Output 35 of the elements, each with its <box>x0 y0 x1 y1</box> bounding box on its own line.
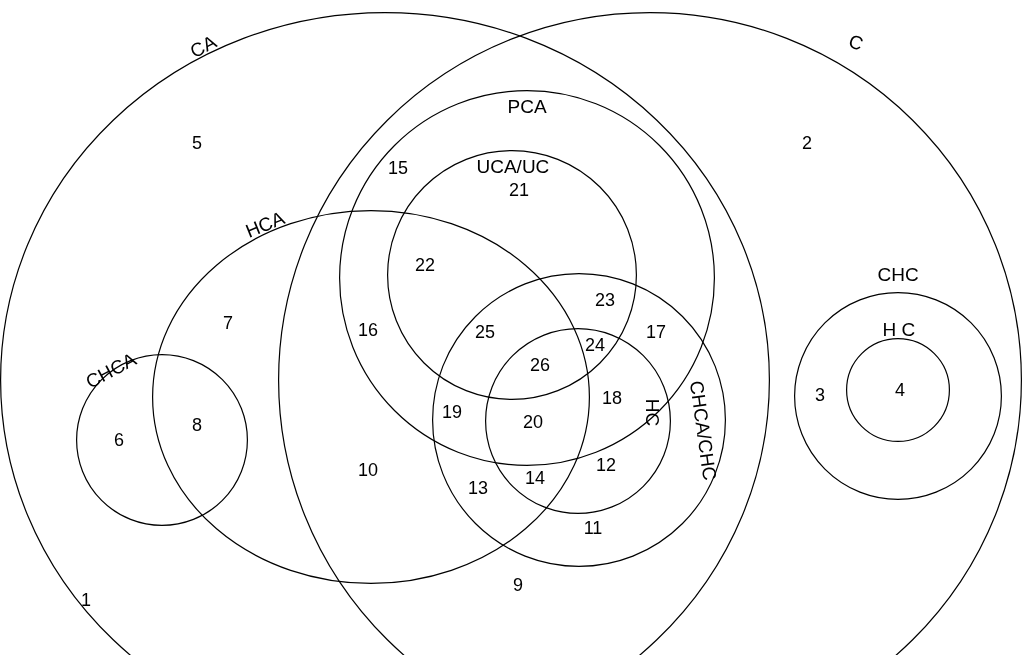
region-number: 15 <box>388 159 408 177</box>
region-number: 9 <box>513 576 523 594</box>
region-number: 18 <box>602 389 622 407</box>
region-number: 3 <box>815 386 825 404</box>
region-number: 10 <box>358 461 378 479</box>
region-number: 1 <box>81 591 91 609</box>
set-label: PCA <box>507 96 547 116</box>
region-number: 4 <box>895 381 905 399</box>
set-label: UCA/UC <box>476 156 550 176</box>
region-number: 24 <box>585 336 605 354</box>
region-number: 6 <box>114 431 124 449</box>
region-number: 21 <box>509 181 529 199</box>
region-number: 7 <box>223 314 233 332</box>
region-number: 19 <box>442 403 462 421</box>
set-label: HCA <box>242 207 288 241</box>
region-number: 2 <box>802 134 812 152</box>
region-number: 17 <box>646 323 666 341</box>
region-number: 13 <box>468 479 488 497</box>
region-number: 22 <box>415 256 435 274</box>
region-number: 8 <box>192 416 202 434</box>
set-label: CA <box>187 31 220 61</box>
region-number: 5 <box>192 134 202 152</box>
set-label: CHC <box>877 264 919 284</box>
region-number: 25 <box>475 323 495 341</box>
set-label: CHCA/CHC <box>686 379 720 481</box>
set-label: HC <box>642 398 662 426</box>
region-number: 11 <box>583 519 603 537</box>
region-number: 16 <box>358 321 378 339</box>
region-number: 23 <box>595 291 615 309</box>
set-label: H C <box>882 319 916 339</box>
region-number: 20 <box>523 413 543 431</box>
region-number: 12 <box>596 456 616 474</box>
set-label: C <box>846 30 866 54</box>
region-number: 14 <box>525 469 545 487</box>
region-number: 26 <box>530 356 550 374</box>
